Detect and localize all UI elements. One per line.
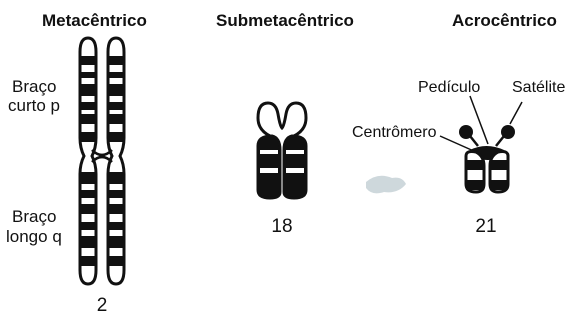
chromosome-number-acrocentric: 21 xyxy=(475,216,497,237)
band xyxy=(491,180,507,190)
long-arm-left xyxy=(256,134,282,200)
band-light xyxy=(286,168,304,173)
band xyxy=(491,160,507,170)
long-arm-label-line2: longo q xyxy=(6,227,62,246)
band xyxy=(109,256,123,266)
chromosome-number-metacentric: 2 xyxy=(96,295,108,316)
band xyxy=(109,222,123,230)
band xyxy=(81,172,95,184)
satellite-label: Satélite xyxy=(512,79,566,96)
acrocentric-chromosome xyxy=(459,125,515,194)
short-arm-label-line2: curto p xyxy=(8,96,60,115)
submetacentric-chromosome xyxy=(256,101,308,200)
band xyxy=(81,114,95,124)
short-arm-label-line1: Braço xyxy=(12,77,57,96)
centromere-junction xyxy=(91,149,113,163)
metacentric-right-chromatid xyxy=(106,36,126,286)
print-smudge xyxy=(366,175,406,194)
band xyxy=(109,190,123,198)
band xyxy=(81,132,95,142)
band xyxy=(109,114,123,124)
band xyxy=(81,236,95,248)
band xyxy=(81,222,95,230)
band xyxy=(109,72,123,78)
leader-stalk xyxy=(469,95,489,145)
band xyxy=(109,84,123,96)
band xyxy=(467,180,483,190)
metacentric-header: Metacêntrico xyxy=(42,11,147,30)
leader-satellite xyxy=(509,101,523,125)
band xyxy=(109,132,123,142)
satellite-right xyxy=(501,125,515,139)
long-arm-label-line1: Braço xyxy=(12,207,57,226)
long-arm-right xyxy=(282,134,308,200)
band xyxy=(81,102,95,110)
short-arms-outline xyxy=(256,101,308,140)
band xyxy=(81,72,95,78)
band xyxy=(81,84,95,96)
band xyxy=(109,172,123,184)
centromere-label: Centrômero xyxy=(352,124,437,141)
band-light xyxy=(286,150,304,154)
stalk xyxy=(469,135,505,147)
band xyxy=(81,204,95,214)
band xyxy=(81,56,95,65)
band xyxy=(109,56,123,65)
metacentric-left-chromatid xyxy=(78,36,98,286)
band xyxy=(109,204,123,214)
band xyxy=(81,256,95,266)
band xyxy=(109,236,123,248)
leader-centromere xyxy=(439,135,477,153)
satellite-left xyxy=(459,125,473,139)
band xyxy=(467,160,483,170)
acrocentric-header: Acrocêntrico xyxy=(452,11,557,30)
band xyxy=(81,190,95,198)
stalk-label: Pedículo xyxy=(418,79,481,96)
chromosome-number-submetacentric: 18 xyxy=(271,216,293,237)
band xyxy=(109,102,123,110)
band-light xyxy=(260,168,278,173)
submetacentric-header: Submetacêntrico xyxy=(216,11,354,30)
metacentric-chromosome xyxy=(78,36,126,286)
band-light xyxy=(260,150,278,154)
